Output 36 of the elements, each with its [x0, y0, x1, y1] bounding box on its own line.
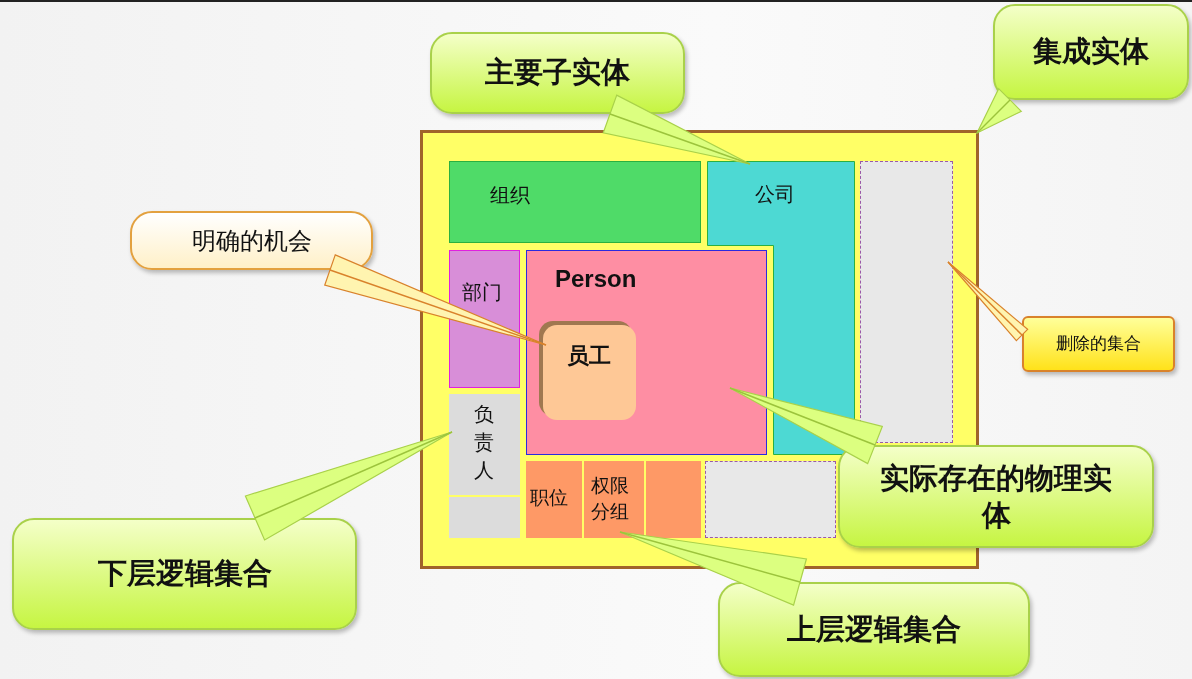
- callout-text: 删除的集合: [1056, 333, 1141, 355]
- callout-bubble: [130, 211, 373, 270]
- callout-text: 上层逻辑集合: [787, 611, 961, 647]
- callout-text: 实际存在的物理实体: [879, 461, 1113, 533]
- entity-label: Person: [555, 265, 637, 293]
- callout-text: 下层逻辑集合: [97, 556, 272, 591]
- empty-set-box: [705, 461, 836, 538]
- callout-text: 集成实体: [1033, 34, 1149, 69]
- leader-line: [729, 387, 876, 446]
- entity-label: 员工: [567, 342, 611, 370]
- callout-text: 主要子实体: [485, 55, 630, 90]
- callout-bubble: [12, 518, 357, 630]
- callout-bubble: [838, 445, 1154, 548]
- callout-bubble: [1022, 316, 1175, 372]
- entity-block: [584, 461, 644, 538]
- leader-line: [254, 431, 453, 519]
- entity-block: [526, 250, 767, 455]
- entity-label: 组织: [490, 183, 530, 208]
- empty-set-box: [860, 161, 953, 443]
- empty-box: [646, 461, 701, 538]
- callout-bubble: [993, 4, 1189, 100]
- callout-bubble: [430, 32, 685, 114]
- empty-box: [449, 497, 520, 538]
- callout-bubble: [718, 582, 1030, 677]
- callout-text: 明确的机会: [191, 225, 312, 256]
- entity-block: [449, 394, 520, 495]
- entity-block: [526, 461, 582, 538]
- leader-line: [609, 113, 751, 165]
- entity-label: 部门: [462, 280, 502, 305]
- entity-label: 公司: [755, 182, 795, 207]
- entity-label: 负责人: [474, 402, 494, 483]
- entity-block: [449, 250, 520, 388]
- entity-label: 权限分组: [591, 474, 630, 524]
- leader-line: [329, 269, 547, 346]
- entity-block: [449, 161, 701, 243]
- entity-label: 职位: [530, 486, 568, 510]
